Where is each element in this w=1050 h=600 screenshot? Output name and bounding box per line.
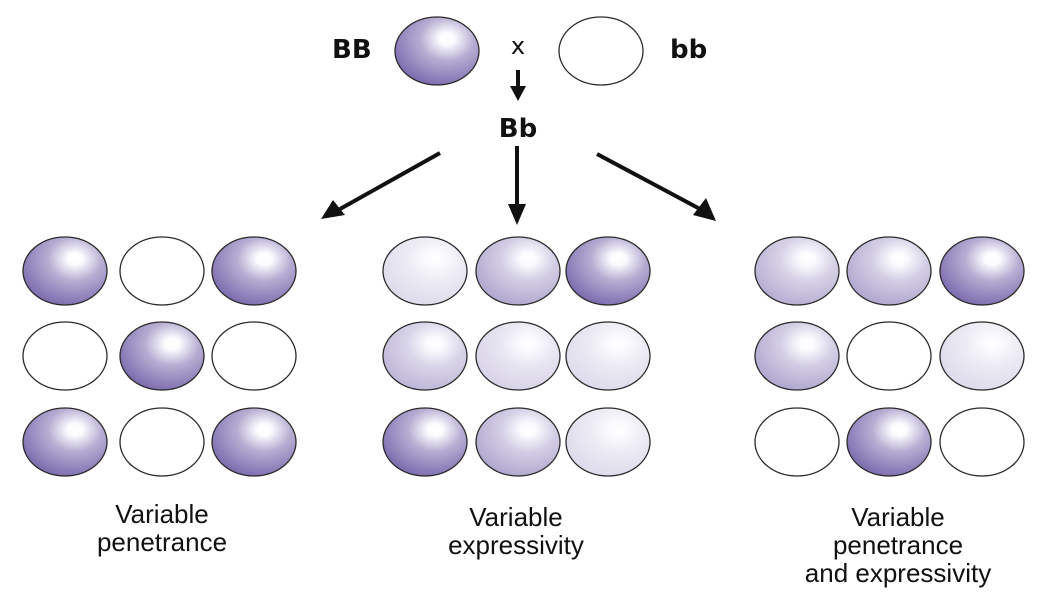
- branch-arrow-left-head: [321, 200, 345, 219]
- branch-arrow-middle-head: [508, 204, 526, 225]
- offspring-circle-p3-r1-c1: [754, 236, 840, 306]
- offspring-circle-p1-r3-c3: [211, 407, 297, 477]
- offspring-circle-p2-r3-c1: [382, 407, 468, 477]
- offspring-circle-p1-r2-c3: [211, 321, 297, 391]
- cross-arrow-head: [510, 86, 526, 101]
- offspring-circle-p1-r1-c1: [22, 236, 108, 306]
- offspring-circle-p1-r2-c2: [119, 321, 205, 391]
- offspring-circle-p2-r3-c3: [565, 407, 651, 477]
- caption-variable-expressivity: Variable expressivity: [448, 502, 584, 560]
- offspring-circle-p3-r2-c3: [939, 321, 1025, 391]
- offspring-circle-p2-r2-c3: [565, 321, 651, 391]
- offspring-circle-p1-r3-c1: [22, 407, 108, 477]
- offspring-circle-p1-r1-c2: [119, 236, 205, 306]
- cross-symbol: x: [511, 32, 525, 60]
- offspring-label: Bb: [499, 114, 537, 144]
- offspring-circle-p2-r3-c2: [475, 407, 561, 477]
- parent-bb-recessive-label: bb: [670, 35, 707, 65]
- offspring-circle-p1-r3-c2: [119, 407, 205, 477]
- branch-arrow-left-shaft: [339, 151, 441, 211]
- offspring-circle-p3-r2-c1: [754, 321, 840, 391]
- offspring-circle-p3-r3-c2: [846, 407, 932, 477]
- offspring-circle-p2-r2-c2: [475, 321, 561, 391]
- offspring-grids: [22, 236, 1025, 477]
- offspring-circle-p3-r3-c1: [754, 407, 840, 477]
- parent-recessive-circle: [558, 16, 644, 86]
- offspring-circle-p2-r1-c2: [475, 236, 561, 306]
- offspring-circle-p3-r1-c3: [939, 236, 1025, 306]
- caption-variable-penetrance: Variable penetrance: [96, 499, 228, 557]
- offspring-circle-p2-r2-c1: [382, 321, 468, 391]
- offspring-circle-p2-r1-c1: [382, 236, 468, 306]
- offspring-circle-p2-r1-c3: [565, 236, 651, 306]
- offspring-circle-p1-r1-c3: [211, 236, 297, 306]
- offspring-circle-p3-r2-c2: [846, 321, 932, 391]
- branch-arrow-right-head: [693, 198, 716, 221]
- parent-bb-label: BB: [332, 35, 372, 65]
- offspring-circle-p1-r2-c1: [22, 321, 108, 391]
- parent-dominant-circle: [394, 16, 480, 86]
- branch-arrow-right-shaft: [596, 152, 701, 211]
- caption-variable-penetrance-and-expressivity: Variable penetrance and expressivity: [804, 502, 992, 588]
- offspring-circle-p3-r3-c3: [939, 407, 1025, 477]
- offspring-circle-p3-r1-c2: [846, 236, 932, 306]
